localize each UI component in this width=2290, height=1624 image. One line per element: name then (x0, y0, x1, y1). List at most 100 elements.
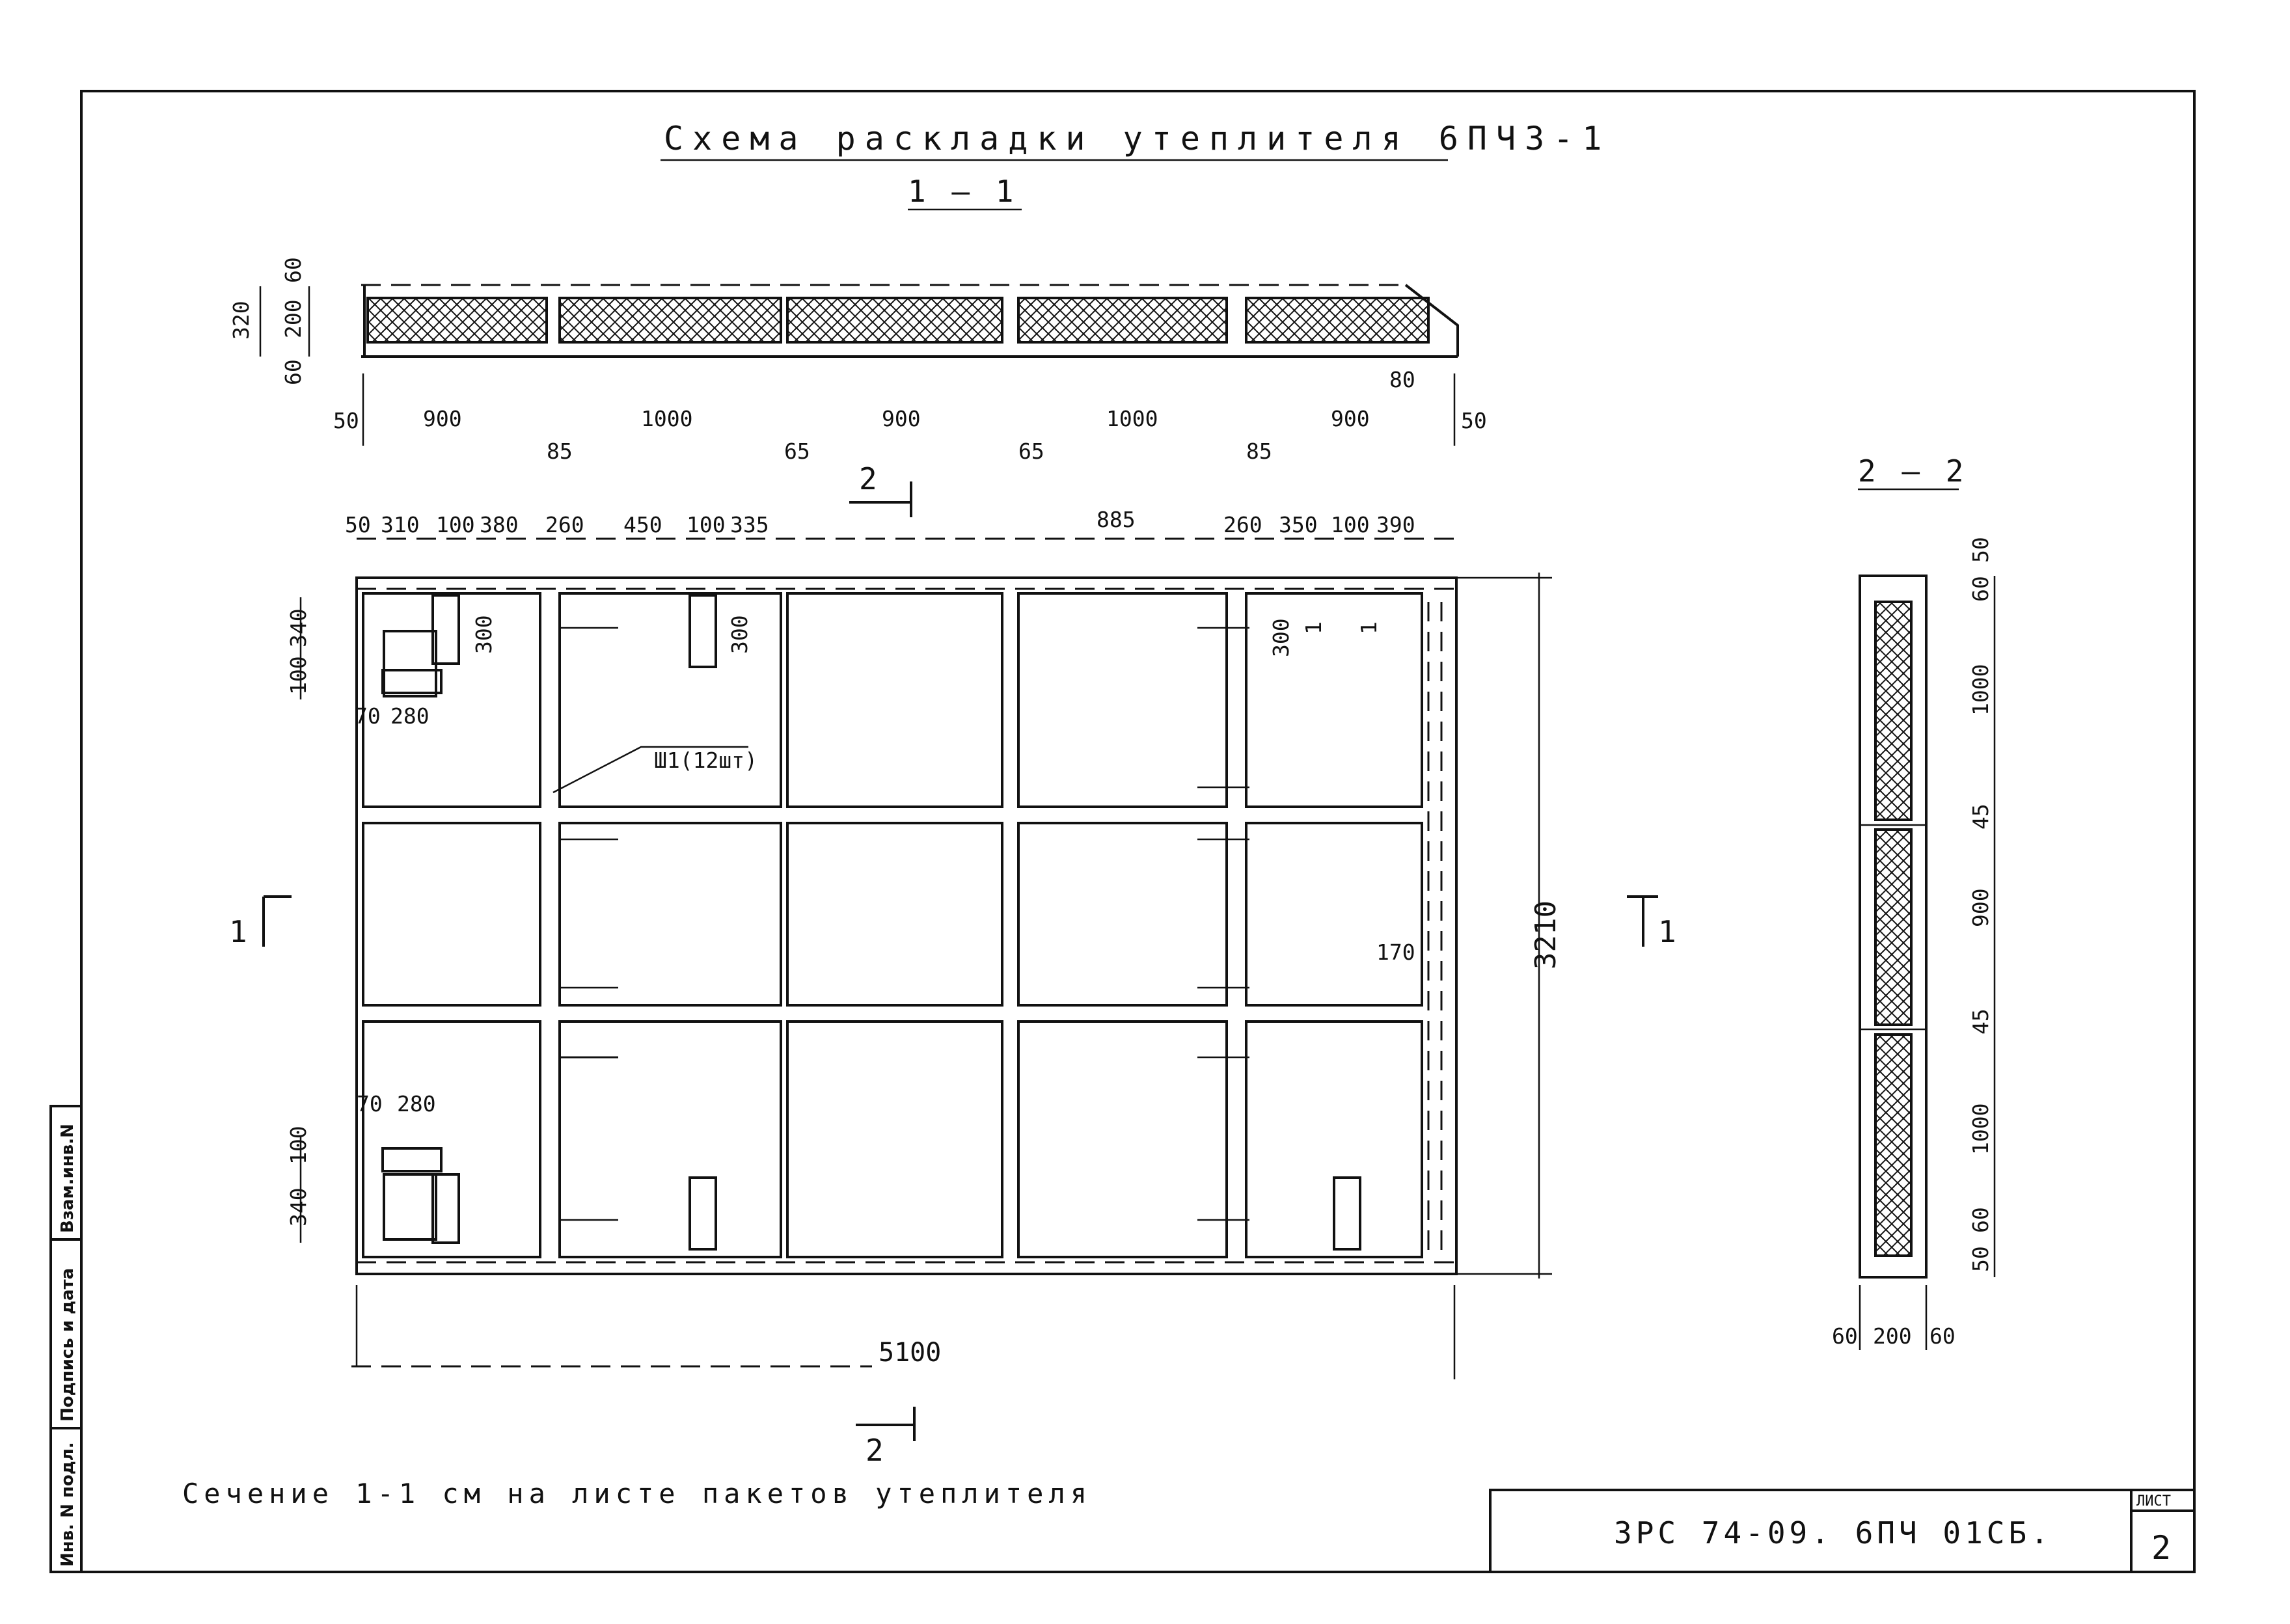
sheet-title: Схема раскладки утеплителя 6ПЧ3-1 (664, 120, 1611, 157)
side-dim-4: 900 (1968, 888, 1993, 927)
note-text: Сечение 1-1 см на листе пакетов утеплите… (182, 1478, 1092, 1509)
top-span-900a: 900 (423, 406, 462, 431)
plan-dim-100-top: 100 (286, 656, 311, 695)
plan-dim-280-top: 280 (390, 703, 429, 729)
title-block: 3РС 74-09. 6ПЧ 01СБ. ЛИСТ 2 (1489, 1489, 2196, 1573)
side-dim-6: 1000 (1968, 1103, 1993, 1155)
plan-overall-width: 5100 (879, 1338, 941, 1368)
plan-cell-3-5 (1245, 1020, 1423, 1258)
plan-dim-300a: 300 (471, 615, 497, 654)
stamp-column: Взам.инв.N Подпись и дата Инв. N подл. (49, 1105, 83, 1573)
section-1-title: 1 — 1 (908, 174, 1017, 209)
section-mark-1-label-left: 1 (229, 914, 251, 949)
plan-cell-1-3 (786, 592, 1003, 808)
insulation-panel-top-2 (558, 297, 782, 344)
side-dim-60b: 60 (1929, 1323, 1956, 1349)
plan-dim-100b: 100 (687, 512, 726, 537)
top-span-80: 80 (1389, 367, 1415, 392)
plan-dim-340-bottom: 340 (286, 1187, 311, 1226)
plan-cell-3-4 (1017, 1020, 1228, 1258)
insulation-panel-top-3 (786, 297, 1003, 344)
section-mark-2-top: 2 (849, 461, 912, 517)
plan-cell-3-1 (362, 1020, 541, 1258)
side-dim-0: 50 (1968, 537, 1993, 563)
plan-cell-2-3 (786, 822, 1003, 1007)
side-dim-8: 50 (1968, 1246, 1993, 1272)
side-dim-1: 60 (1968, 576, 1993, 602)
section-mark-2-label-top: 2 (859, 461, 881, 496)
insulation-panel-top-4 (1017, 297, 1228, 344)
top-span-85b: 85 (1246, 439, 1272, 464)
plan-cell-2-5 (1245, 822, 1423, 1007)
top-span-85a: 85 (547, 439, 573, 464)
plan-dim-260a: 260 (545, 512, 584, 537)
plan-dim-390: 390 (1376, 512, 1415, 537)
plan-cell-1-4 (1017, 592, 1228, 808)
plan-cells (362, 592, 1423, 1258)
plan-dim-1a: 1 (1301, 621, 1326, 634)
section-mark-1-left: 1 (229, 895, 292, 949)
section-1-1: 320 60 200 60 50 900 85 1000 65 900 65 1… (228, 257, 1487, 464)
top-span-50b: 50 (1461, 408, 1487, 433)
plan-dim-380: 380 (480, 512, 519, 537)
top-dim-320: 320 (228, 301, 254, 340)
plan-cell-3-3 (786, 1020, 1003, 1258)
plan-dim-50: 50 (345, 512, 371, 537)
insulation-panels-top (366, 297, 1430, 344)
plan-dim-70-bottom: 70 (357, 1091, 383, 1116)
plan-cell-2-2 (558, 822, 782, 1007)
plan-cell-2-4 (1017, 822, 1228, 1007)
plan-cell-3-2 (558, 1020, 782, 1258)
sheet-label: ЛИСТ (2136, 1493, 2171, 1509)
plan-dim-70-top: 70 (355, 703, 381, 729)
section-mark-1-right: 1 (1627, 895, 1680, 949)
plan-dim-100a: 100 (436, 512, 475, 537)
side-dim-5: 45 (1968, 1008, 1993, 1035)
plan-cell-1-5 (1245, 592, 1423, 808)
insulation-panel-top-5 (1245, 297, 1430, 344)
plan-dim-300b: 300 (727, 615, 752, 654)
plan-dim-1b: 1 (1356, 621, 1382, 634)
side-dim-200: 200 (1873, 1323, 1912, 1349)
plan-cell-2-1 (362, 822, 541, 1007)
top-span-65a: 65 (784, 439, 810, 464)
section-mark-1-label-right: 1 (1658, 914, 1680, 949)
side-dim-60a: 60 (1832, 1323, 1858, 1349)
plan-dim-260b: 260 (1223, 512, 1262, 537)
side-dim-7: 60 (1968, 1207, 1993, 1233)
plan-dim-335: 335 (730, 512, 769, 537)
plan-overall-height: 3210 (1529, 900, 1562, 969)
plan-dim-350: 350 (1279, 512, 1318, 537)
top-span-900c: 900 (1331, 406, 1370, 431)
stamp-label-inventory: Инв. N подл. (58, 1442, 77, 1567)
plan-dim-310: 310 (381, 512, 420, 537)
top-span-900b: 900 (882, 406, 921, 431)
label-sh1: Ш1(12шт) (654, 748, 757, 773)
side-dim-3: 45 (1968, 804, 1993, 830)
drawing-code: 3РС 74-09. 6ПЧ 01СБ. (1614, 1515, 2052, 1550)
plan-cell-1-2 (558, 592, 782, 808)
plan-dim-340-top: 340 (286, 608, 311, 647)
plan-dim-100-bottom: 100 (286, 1126, 311, 1165)
top-dim-200: 200 (280, 299, 306, 338)
top-dim-60a: 60 (280, 257, 306, 283)
plan-dim-300-right: 300 (1268, 618, 1294, 657)
stamp-label-signature: Подпись и дата (58, 1268, 77, 1422)
top-span-1000b: 1000 (1106, 406, 1158, 431)
plan-dim-100c: 100 (1331, 512, 1370, 537)
side-dim-2: 1000 (1968, 664, 1993, 716)
section-mark-2-bottom: 2 (856, 1407, 916, 1468)
section-2-2: 50 60 1000 45 900 45 1000 60 50 60 200 60 (1832, 537, 1996, 1350)
sheet-frame (80, 90, 2196, 1573)
section-2-title: 2 — 2 (1858, 453, 1967, 489)
top-span-1000a: 1000 (641, 406, 692, 431)
plan-dim-170: 170 (1376, 940, 1415, 965)
top-span-65b: 65 (1018, 439, 1044, 464)
plan-cell-1-1 (362, 592, 541, 808)
top-span-50a: 50 (333, 408, 359, 433)
plan-dim-280-bottom: 280 (397, 1091, 436, 1116)
section-mark-2-label-bottom: 2 (866, 1433, 888, 1468)
sheet-number: 2 (2151, 1529, 2171, 1567)
insulation-panel-top-1 (366, 297, 548, 344)
